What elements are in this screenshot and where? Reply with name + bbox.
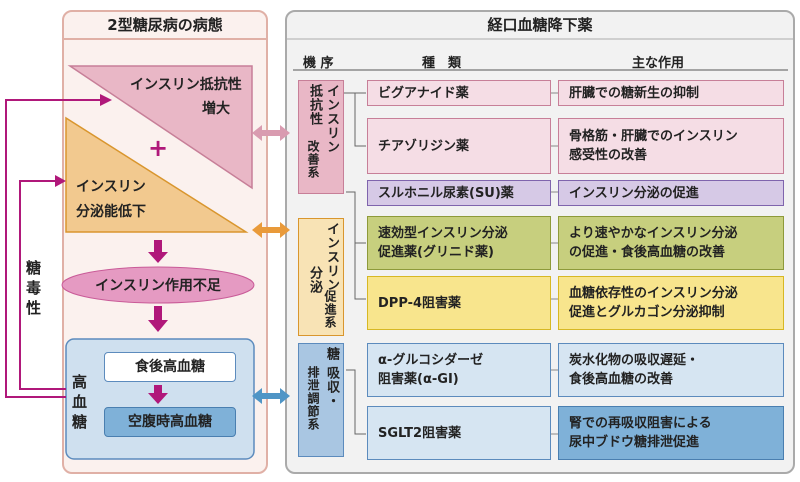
row-connectors <box>551 92 558 435</box>
column-mechanism: 機 序 <box>303 56 334 71</box>
insufficiency-ellipse <box>61 266 255 304</box>
insulin-resistance-triangle <box>67 65 253 190</box>
insulin-secretion-label: インスリン <box>76 179 146 195</box>
mechanism-resistance-label-2: 抵抗性 <box>307 84 322 126</box>
glucotoxicity-label: 糖毒性 <box>26 259 42 317</box>
drug-sglt2: SGLT2阻害薬 <box>367 406 551 460</box>
insulin-resistance-label: インスリン抵抗性 <box>130 77 242 93</box>
mechanism-secretion-label-1: インスリン <box>324 222 339 292</box>
mechanism-absorption-label-1: 糖 <box>324 347 339 361</box>
postprandial-hyperglycemia-box: 食後高血糖 <box>104 352 236 382</box>
mechanism-secretion-box <box>298 218 344 336</box>
action-dpp4: 血糖依存性のインスリン分泌 促進とグルカゴン分泌抑制 <box>558 276 784 330</box>
mechanism-resistance-label-3: 改善系 <box>306 140 320 179</box>
mechanism-secretion-label-2: 分泌 <box>307 266 322 294</box>
hyperglycemia-label: 高 血 糖 <box>72 373 89 431</box>
insulin-secretion-triangle <box>65 116 249 233</box>
plus-sign: + <box>148 134 169 162</box>
mechanism-secretion-label-3: 促進系 <box>323 290 337 329</box>
insulin-secretion-label-2: 分泌能低下 <box>76 204 146 220</box>
link-arrow-pink <box>252 125 290 141</box>
drug-alpha-gi: α-グルコシダーゼ 阻害薬(α-GI) <box>367 343 551 397</box>
fasting-hyperglycemia-box: 空腹時高血糖 <box>104 407 236 437</box>
mechanism-resistance-label-1: インスリン <box>324 84 339 154</box>
action-glinide: より速やかなインスリン分泌 の促進・食後高血糖の改善 <box>558 216 784 270</box>
mechanism-absorption-box <box>298 343 344 457</box>
column-action: 主な作用 <box>632 56 685 71</box>
group-brackets <box>343 92 366 435</box>
drug-biguanide: ビグアナイド薬 <box>367 80 551 106</box>
drugs-title: 経口血糖降下薬 <box>287 12 793 40</box>
drug-dpp4: DPP-4阻害薬 <box>367 276 551 330</box>
insulin-insufficiency-label: インスリン作用不足 <box>95 278 221 294</box>
glucotoxicity-lines <box>5 99 100 398</box>
link-arrow-orange <box>252 222 290 238</box>
down-arrows <box>148 240 168 404</box>
link-arrow-blue <box>252 388 290 404</box>
column-type: 種 類 <box>422 56 462 71</box>
action-sglt2: 腎での再吸収阻害による 尿中ブドウ糖排泄促進 <box>558 406 784 460</box>
drug-glinide: 速効型インスリン分泌 促進薬(グリニド薬) <box>367 216 551 270</box>
mechanism-absorption-label-3: 排泄調節系 <box>306 366 320 431</box>
insulin-resistance-label-2: 増大 <box>202 101 230 117</box>
drug-thiazolidine: チアゾリジン薬 <box>367 118 551 174</box>
action-alpha-gi: 炭水化物の吸収遅延・ 食後高血糖の改善 <box>558 343 784 397</box>
action-sulfonylurea: インスリン分泌の促進 <box>558 180 784 206</box>
pathology-title: 2型糖尿病の病態 <box>64 12 266 40</box>
action-thiazolidine: 骨格筋・肝臓でのインスリン 感受性の改善 <box>558 118 784 174</box>
mechanism-absorption-label-2: 吸収・ <box>324 366 339 408</box>
action-biguanide: 肝臓での糖新生の抑制 <box>558 80 784 106</box>
mechanism-resistance-box <box>298 80 344 194</box>
drug-sulfonylurea: スルホニル尿素(SU)薬 <box>367 180 551 206</box>
